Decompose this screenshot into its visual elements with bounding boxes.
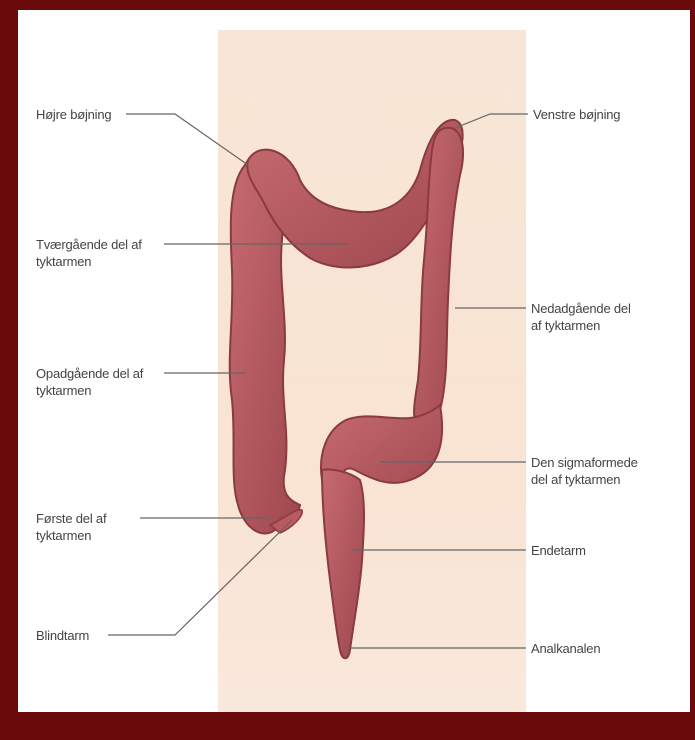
- label-forste-del: Første del af tyktarmen: [36, 510, 106, 544]
- leader-lines: [108, 114, 528, 648]
- label-opadgaaende: Opadgående del af tyktarmen: [36, 365, 143, 399]
- label-sigmaformede: Den sigmaformede del af tyktarmen: [531, 454, 638, 488]
- label-nedadgaaende: Nedadgående del af tyktarmen: [531, 300, 631, 334]
- label-endetarm: Endetarm: [531, 542, 586, 559]
- label-tvaergaaende: Tværgående del af tyktarmen: [36, 236, 142, 270]
- label-analkanalen: Analkanalen: [531, 640, 600, 657]
- label-blindtarm: Blindtarm: [36, 627, 89, 644]
- label-hojre-bojning: Højre bøjning: [36, 106, 111, 123]
- rectum: [322, 469, 364, 658]
- label-venstre-bojning: Venstre bøjning: [533, 106, 620, 123]
